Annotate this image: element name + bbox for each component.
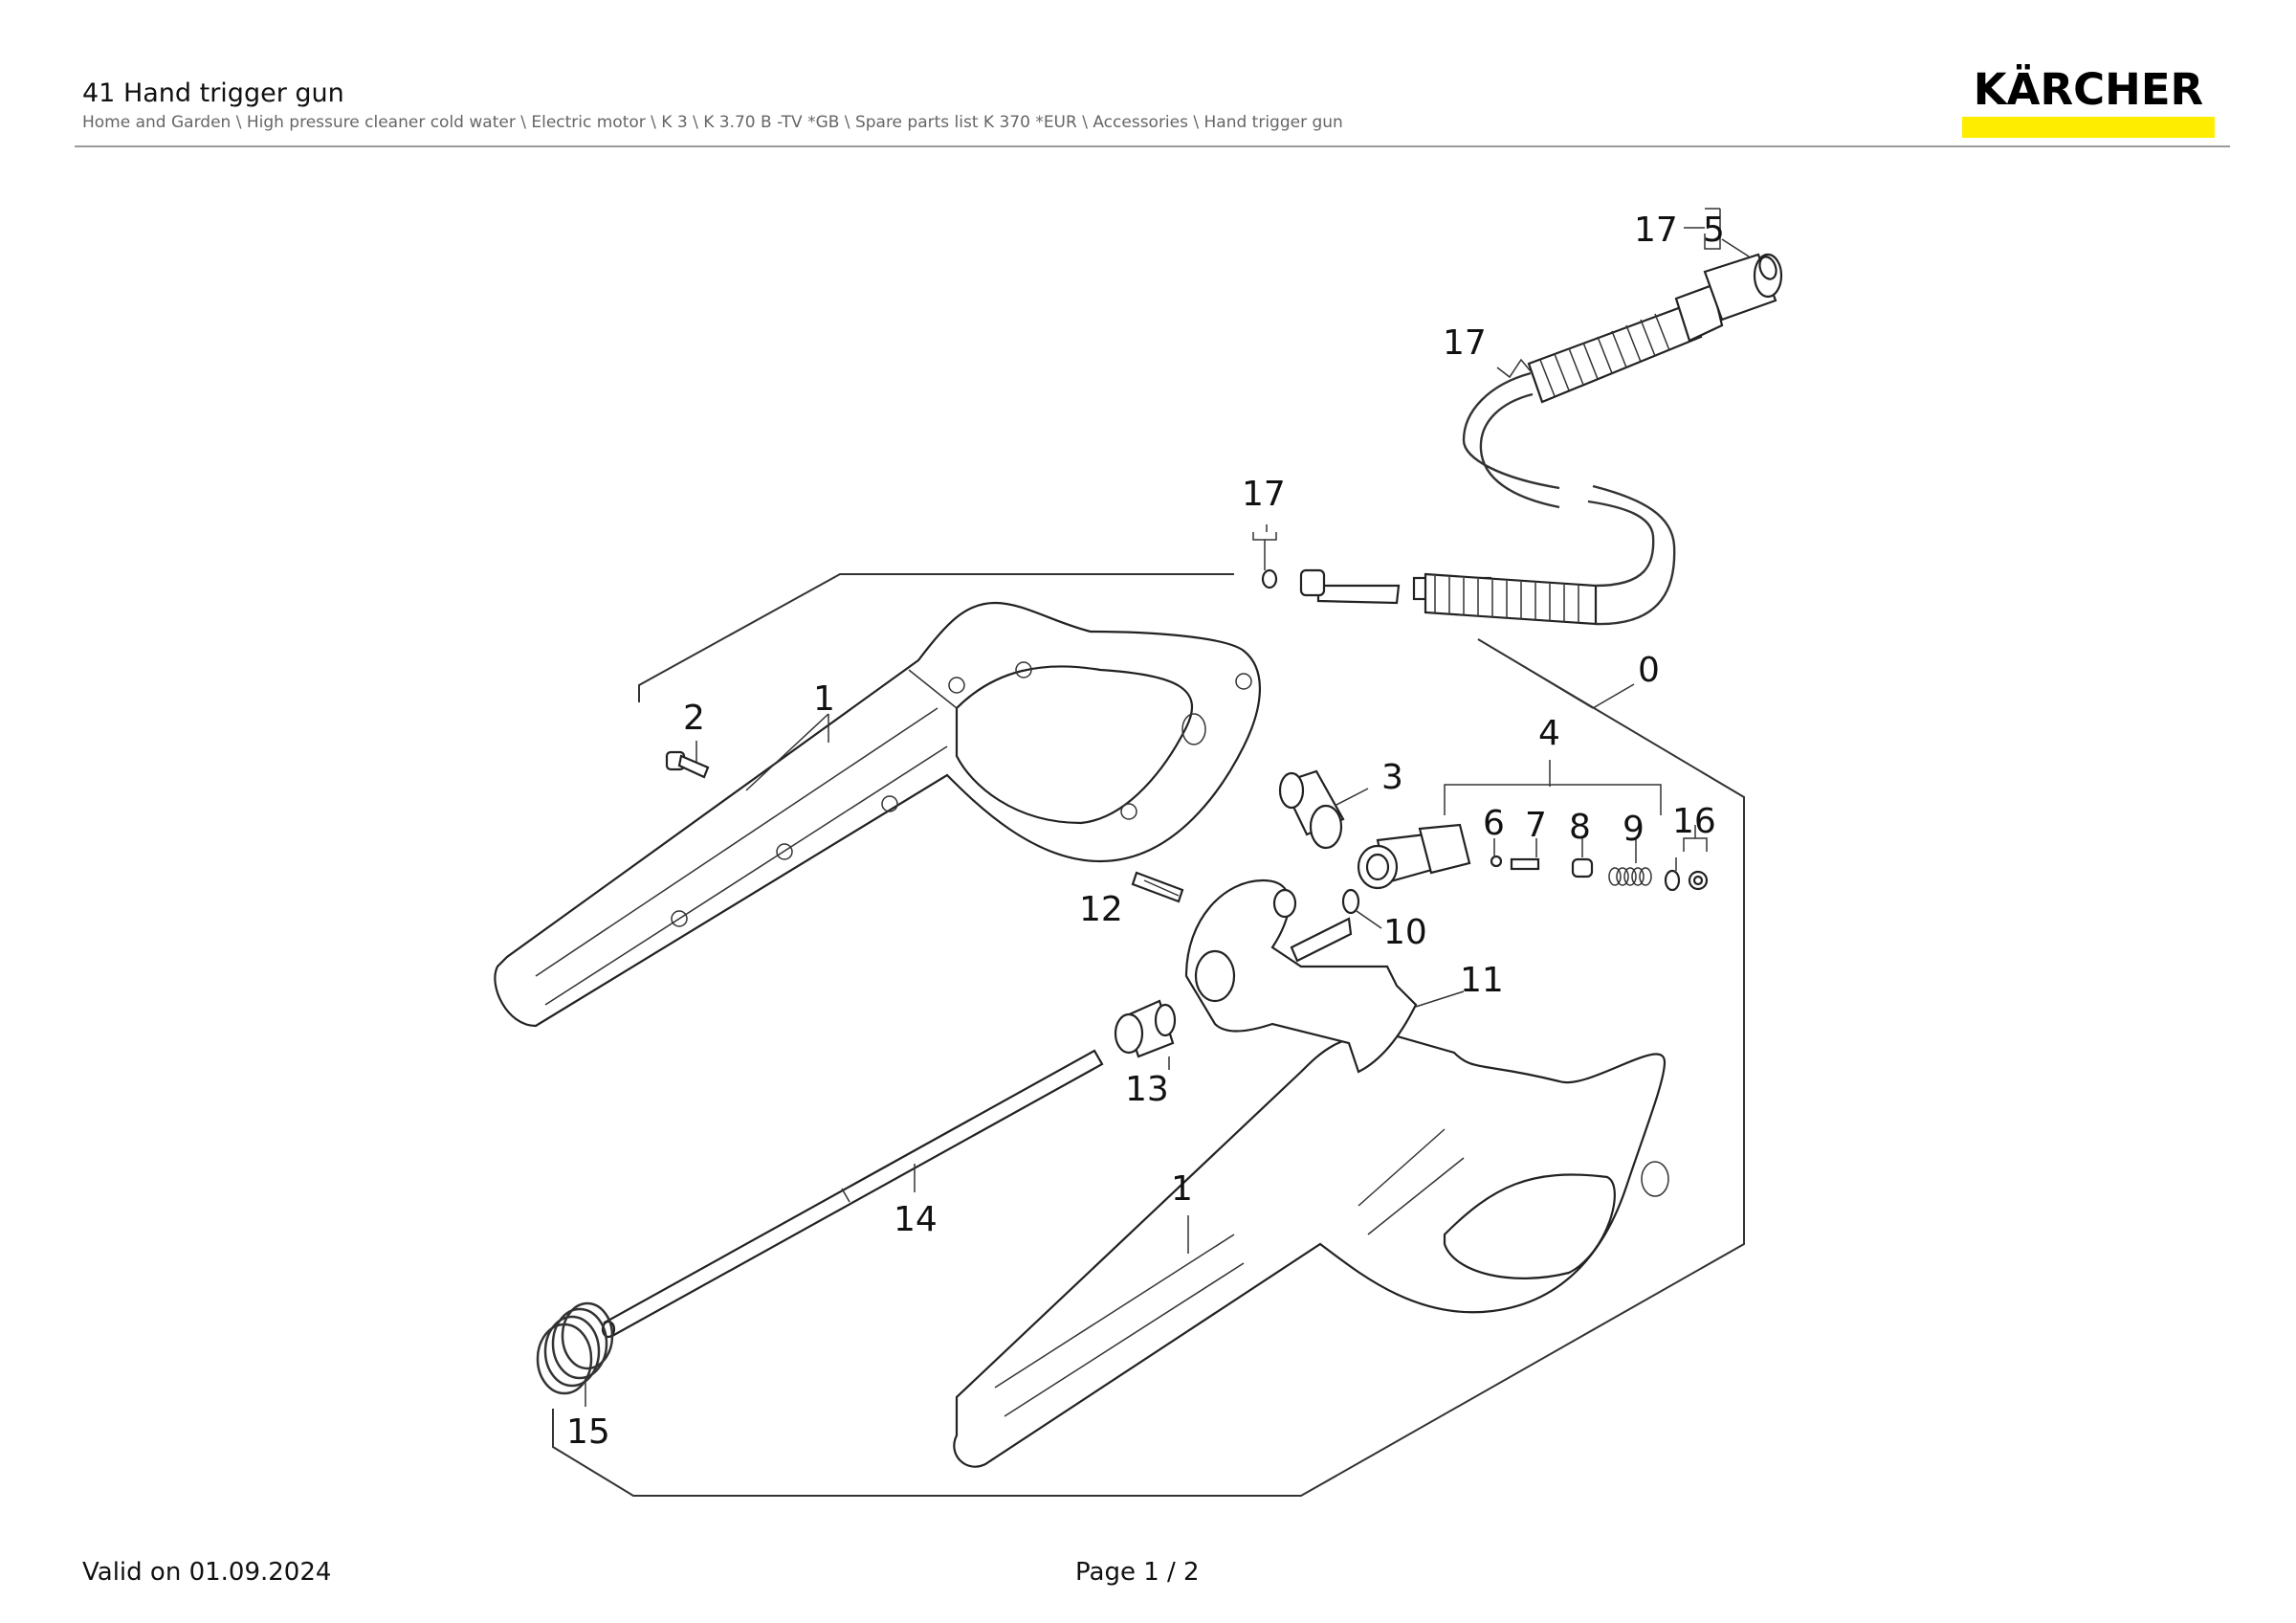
validity-date: Valid on 01.09.2024 bbox=[82, 1558, 332, 1587]
header-divider bbox=[75, 145, 2230, 147]
bushing-part-13 bbox=[1114, 999, 1177, 1058]
karcher-logo: KÄRCHER bbox=[1962, 63, 2215, 138]
label-14: 14 bbox=[894, 1200, 938, 1239]
spring-part-15 bbox=[536, 1301, 614, 1395]
assembly-outline bbox=[638, 573, 1234, 702]
label-4: 4 bbox=[1538, 714, 1560, 753]
valve-insert-part-4 bbox=[1357, 823, 1471, 890]
label-12: 12 bbox=[1079, 890, 1123, 929]
page-indicator: Page 1 / 2 bbox=[1075, 1558, 1200, 1587]
valve-part-3 bbox=[1278, 769, 1345, 850]
trigger-part-11 bbox=[1184, 878, 1418, 1074]
label-17-top: 17 bbox=[1634, 211, 1678, 250]
label-13: 13 bbox=[1125, 1070, 1169, 1109]
leader-lines bbox=[585, 208, 1750, 1407]
label-3: 3 bbox=[1381, 758, 1403, 797]
assembly-outline-lower bbox=[552, 638, 1745, 1497]
label-6: 6 bbox=[1483, 804, 1505, 843]
logo-yellow-bar bbox=[1962, 117, 2215, 138]
small-parts-6-9-16 bbox=[1490, 855, 1709, 892]
label-2: 2 bbox=[683, 699, 705, 738]
hose-part-17 bbox=[1261, 253, 1783, 626]
gun-housing-half-lower bbox=[953, 1032, 1669, 1468]
label-11: 11 bbox=[1460, 961, 1504, 1000]
rod-part-14 bbox=[601, 1049, 1104, 1339]
label-0: 0 bbox=[1638, 651, 1660, 690]
screw-part-2 bbox=[665, 750, 710, 779]
label-9: 9 bbox=[1623, 810, 1645, 849]
label-15: 15 bbox=[566, 1412, 610, 1452]
label-5: 5 bbox=[1703, 211, 1725, 250]
label-1-upper: 1 bbox=[813, 679, 835, 719]
label-17-hose: 17 bbox=[1443, 323, 1487, 363]
label-10: 10 bbox=[1383, 913, 1427, 952]
label-7: 7 bbox=[1525, 806, 1547, 845]
logo-wordmark: KÄRCHER bbox=[1973, 64, 2204, 115]
label-16: 16 bbox=[1672, 802, 1716, 841]
gun-housing-half-upper bbox=[494, 601, 1262, 1028]
page-title: 41 Hand trigger gun bbox=[82, 78, 344, 108]
breadcrumb[interactable]: Home and Garden \ High pressure cleaner … bbox=[82, 113, 1343, 132]
label-17-ring: 17 bbox=[1242, 475, 1286, 514]
o-ring-part-10 bbox=[1341, 888, 1360, 915]
label-1-lower: 1 bbox=[1171, 1169, 1193, 1209]
label-8: 8 bbox=[1569, 808, 1591, 847]
